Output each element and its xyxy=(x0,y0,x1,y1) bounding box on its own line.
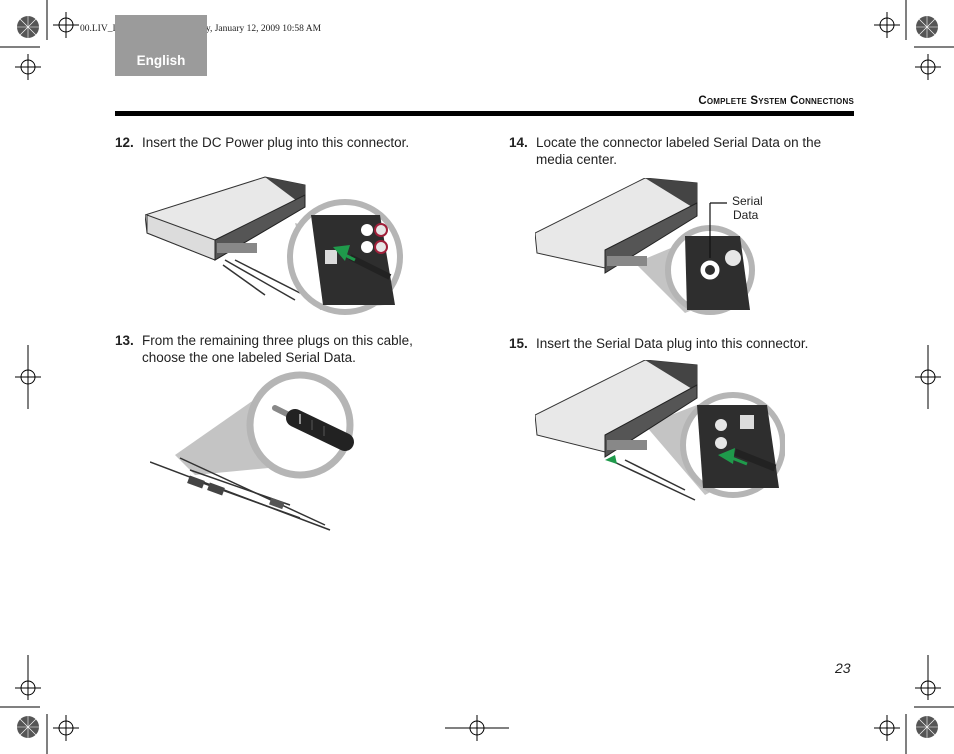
serial-data-plug-illustration xyxy=(150,371,354,531)
step-text-line2: media center. xyxy=(536,152,618,167)
language-tab-label: English xyxy=(136,53,186,68)
callout-line2: Data xyxy=(733,208,759,222)
step-text: Insert the Serial Data plug into this co… xyxy=(536,336,809,351)
step-number: 14. xyxy=(509,135,528,150)
step-number: 15. xyxy=(509,336,528,351)
step-text-line1: Locate the connector labeled Serial Data… xyxy=(536,135,822,150)
serial-data-callout: Serial Data xyxy=(732,194,782,222)
callout-line1: Serial xyxy=(732,194,763,208)
step-12: 12. Insert the DC Power plug into this c… xyxy=(115,134,455,154)
serial-data-connector-illustration xyxy=(535,178,755,315)
step-number: 13. xyxy=(115,333,134,348)
step-13: 13. From the remaining three plugs on th… xyxy=(115,332,455,372)
language-tab: English xyxy=(115,15,207,76)
step-text: Insert the DC Power plug into this conne… xyxy=(142,135,410,150)
step-text-line1: From the remaining three plugs on this c… xyxy=(142,333,413,348)
dc-power-connection-illustration xyxy=(145,176,403,315)
step-15: 15. Insert the Serial Data plug into thi… xyxy=(509,335,849,355)
serial-data-insert-illustration xyxy=(535,360,785,501)
page-number: 23 xyxy=(835,660,851,676)
step-text-line2: choose the one labeled Serial Data. xyxy=(142,350,356,365)
section-header-title: Complete System Connections xyxy=(698,95,854,107)
step-number: 12. xyxy=(115,135,134,150)
header-rule xyxy=(115,111,854,116)
step-14: 14. Locate the connector labeled Serial … xyxy=(509,134,849,174)
